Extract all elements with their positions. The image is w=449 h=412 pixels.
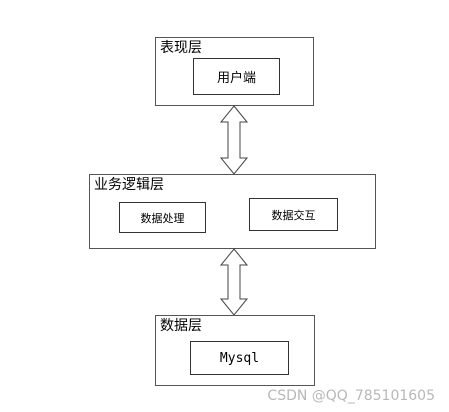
client-label: 用户端: [216, 71, 256, 86]
data-exchange-label: 数据交互: [271, 208, 316, 222]
double-arrow-icon: [219, 105, 249, 175]
presentation-layer-title: 表现层: [160, 40, 202, 56]
data-processing-label: 数据处理: [140, 211, 185, 225]
client-node: 用户端: [193, 58, 280, 95]
data-exchange-node: 数据交互: [249, 198, 338, 231]
presentation-layer-box: 表现层 用户端: [155, 37, 314, 106]
mysql-node: Mysql: [190, 341, 289, 375]
data-layer-box: 数据层 Mysql: [155, 315, 315, 386]
data-processing-node: 数据处理: [119, 202, 206, 233]
business-logic-layer-box: 业务逻辑层 数据处理 数据交互: [89, 174, 376, 249]
mysql-label: Mysql: [219, 350, 260, 366]
double-arrow-icon: [219, 248, 249, 316]
business-logic-layer-title: 业务逻辑层: [94, 177, 164, 193]
data-layer-title: 数据层: [160, 318, 202, 334]
watermark: CSDN @QQ_785101605: [267, 388, 435, 404]
